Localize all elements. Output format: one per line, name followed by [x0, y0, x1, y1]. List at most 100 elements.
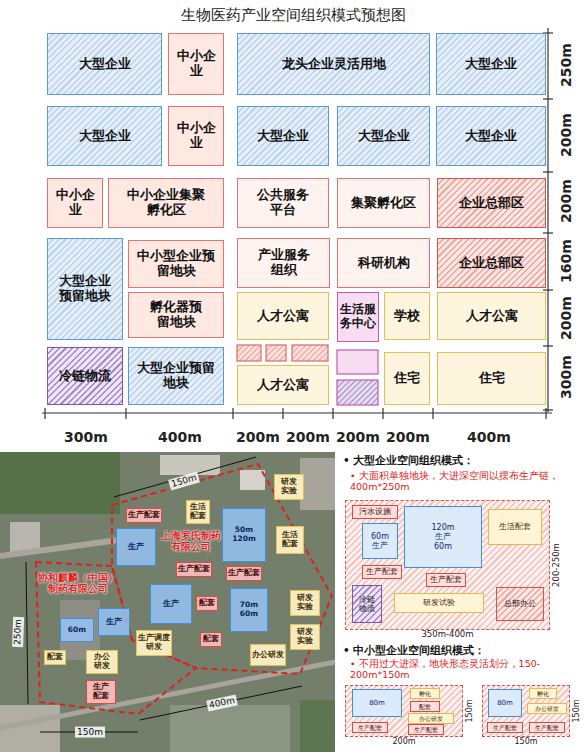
block-label: 60m: [371, 532, 389, 541]
decor-block: [292, 345, 328, 361]
axis-line: [232, 408, 233, 419]
production-box: 60m: [60, 618, 94, 642]
decor-block: [266, 345, 286, 361]
block-label: 中小企业: [173, 49, 219, 79]
block-label: 60m: [68, 626, 86, 635]
block-label: 大型企业: [465, 57, 517, 72]
axis-line: [42, 412, 552, 413]
plot-outline: 200m150m80m孵化配套办公研发生产配套生产配套: [345, 685, 463, 737]
headquarters-block: 企业总部区: [437, 238, 546, 288]
sme-block: 中小企业: [168, 33, 224, 95]
office-box: 配套: [44, 650, 66, 665]
dimension-line: [26, 457, 302, 732]
service-block: 产业服务组织: [237, 238, 330, 288]
office-box: 生活配套: [276, 526, 304, 554]
block-label: 配套: [47, 653, 63, 662]
life-service-block: 生活服务中心: [337, 292, 379, 342]
service-block: 公共服务平台: [237, 178, 329, 228]
residential-block: 住宅: [384, 352, 430, 405]
large-enterprise-block: 大型企业: [436, 33, 546, 95]
block-label: 生产调度研发: [138, 634, 170, 651]
block-label: 生产配套: [366, 567, 398, 576]
axis-line: [543, 289, 553, 290]
support-box: 生产配套: [362, 565, 402, 579]
axis-line: [432, 408, 433, 419]
large-enterprise-block: 大型企业: [337, 106, 430, 166]
block-label: 中小企业: [173, 121, 219, 151]
office-box: 办公研发: [86, 650, 118, 674]
dimension-label: 400m: [158, 429, 202, 446]
block-label: 办公研发: [252, 651, 284, 660]
production-box: 50m120m: [222, 508, 266, 562]
production-box: 生产: [116, 528, 156, 566]
block-label: 大型企业: [257, 129, 309, 144]
block-label: 科研机构: [358, 256, 410, 271]
sme-block: 中小企业: [168, 106, 224, 166]
dimension-label: 200m: [558, 113, 575, 157]
dimension-label: 250m: [558, 43, 575, 87]
block-label: 住宅: [479, 371, 505, 386]
production-box: 60m生产: [362, 523, 398, 559]
production-box: 80m: [352, 689, 402, 717]
note-heading: • 大型企业空间组织模式：: [343, 454, 583, 467]
office-box: 研发实验: [274, 474, 304, 500]
company-label: 协和麒麟（中国）制药有限公司: [38, 572, 118, 595]
block-label: 生活配套: [281, 531, 299, 548]
dimension-label: 200m: [286, 429, 330, 446]
large-enterprise-block: 大型企业预留地块: [128, 347, 224, 405]
office-box: 生活配套: [186, 500, 210, 524]
dimension-label: 200m: [558, 179, 575, 223]
dimension-label: 150m: [465, 699, 474, 722]
block-label: 生产: [163, 600, 179, 609]
block-label: 大型企业: [79, 129, 131, 144]
dimension-label: 200m: [336, 429, 380, 446]
axis-line: [382, 408, 383, 419]
support-box: 生产配套: [529, 722, 565, 733]
block-label: 生产配套: [358, 724, 382, 731]
block-label: 生产: [106, 618, 122, 627]
aerial-photo: [10, 522, 40, 552]
block-label: 人才公寓: [466, 309, 518, 324]
office-box: 研发实验: [290, 624, 320, 650]
office-box: 办公研发: [408, 713, 454, 724]
block-label: 冷链物流: [358, 595, 376, 613]
block-label: 中小型企业预留地块: [137, 249, 215, 279]
block-label: 70m: [240, 601, 258, 610]
headquarters-block: 企业总部区: [437, 178, 546, 228]
office-box: 研发实验: [290, 590, 320, 616]
axis-line: [545, 408, 546, 419]
aerial-photo: [160, 455, 220, 475]
block-label: 生产配套: [430, 575, 462, 584]
production-box: 生产: [150, 584, 192, 624]
block-label: 60m: [240, 610, 258, 619]
dimension-label: 300m: [64, 429, 108, 446]
decor-block: [337, 350, 378, 374]
support-box: 生产配套: [352, 722, 388, 733]
diagram-title: 生物医药产业空间组织模式预想图: [0, 6, 587, 25]
block-label: 龙头企业灵活用地: [282, 57, 386, 72]
large-enterprise-block: 大型企业: [237, 106, 329, 166]
sme-block: 中小企业集聚孵化区: [108, 178, 224, 228]
block-label: 80m: [369, 699, 385, 707]
support-box: 生产配套: [426, 573, 466, 587]
office-box: 生活配套: [488, 509, 542, 545]
block-label: 大型企业: [465, 129, 517, 144]
office-box: 生产调度研发: [136, 630, 172, 656]
office-box: 孵化: [529, 688, 557, 699]
axis-line: [332, 408, 333, 419]
dimension-label: 200m: [346, 737, 462, 746]
aerial-photo: [170, 705, 290, 752]
dimension-label: 350m-400m: [346, 630, 549, 640]
support-box: 生产配套: [487, 722, 523, 733]
sme-block: 中小型企业预留地块: [128, 240, 224, 288]
block-label: 120m: [232, 535, 255, 544]
service-block: 科研机构: [337, 238, 430, 288]
axis-line: [547, 28, 548, 412]
aerial-photo: [0, 540, 118, 556]
production-box: 80m: [488, 689, 522, 717]
block-label: 生活配套: [499, 522, 531, 531]
dimension-line: [140, 686, 302, 720]
support-box: 生产配套: [408, 724, 444, 735]
block-label: 生产: [435, 532, 451, 541]
axis-line: [543, 232, 553, 233]
